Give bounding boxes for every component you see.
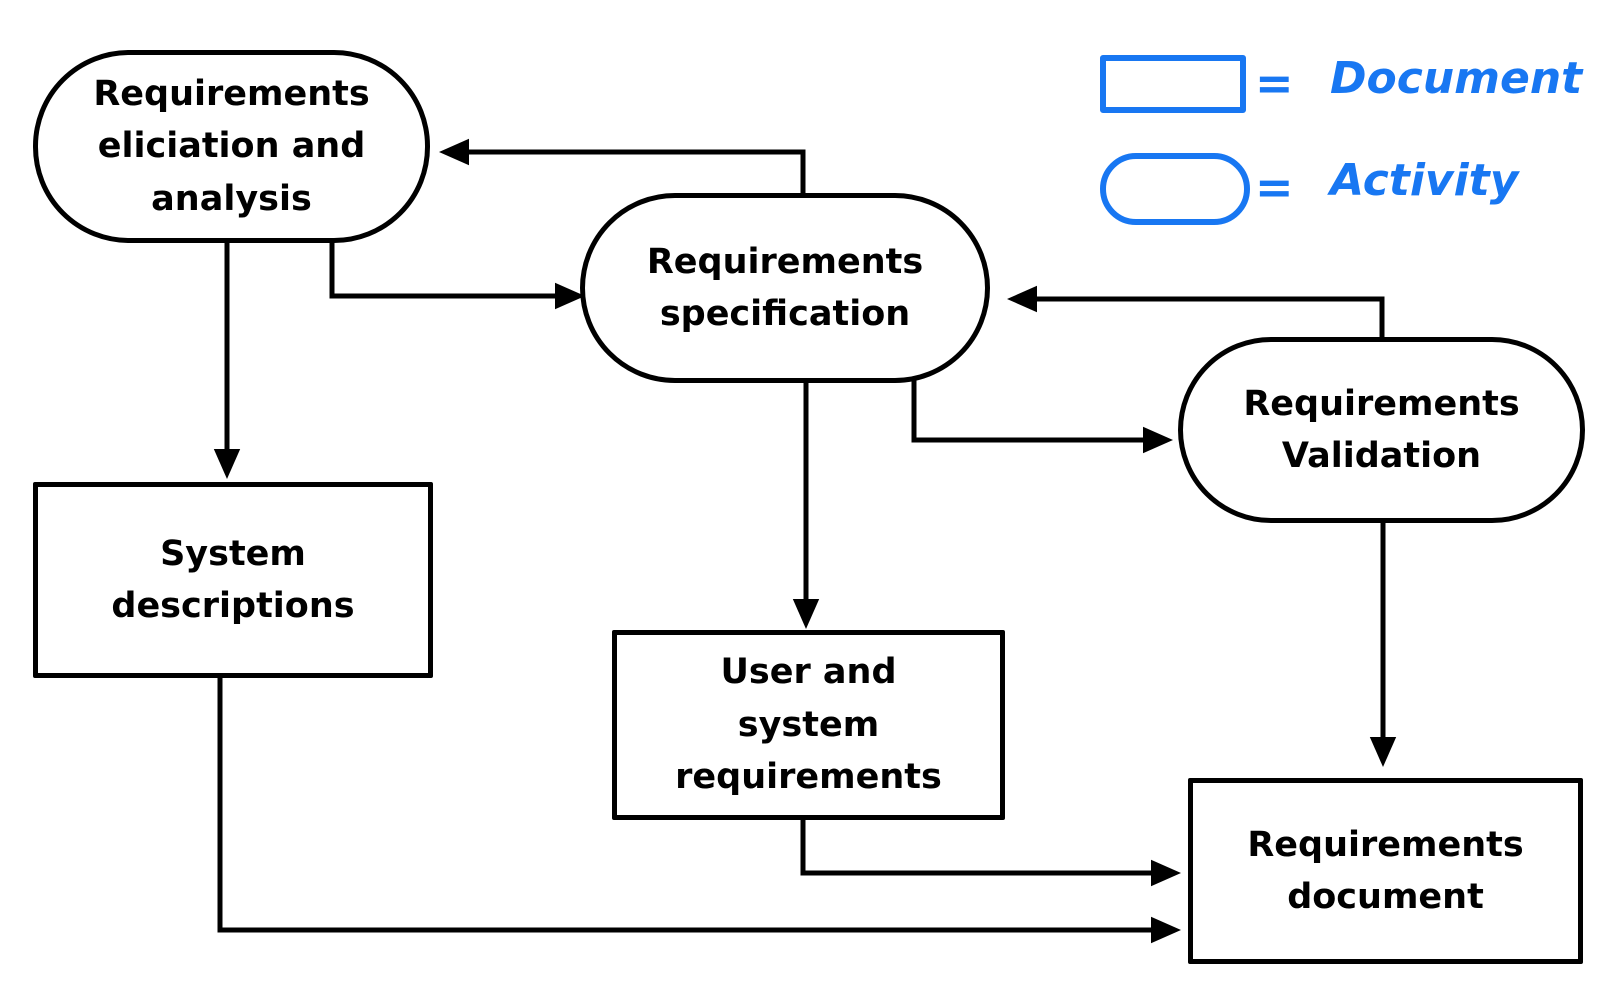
edge-specification-to-elicitation <box>439 138 806 200</box>
document-system-descriptions: System descriptions <box>33 482 433 678</box>
activity-requirements-specification: Requirements specification <box>580 193 990 383</box>
node-label: User and system requirements <box>675 652 942 798</box>
node-label: Requirements document <box>1247 824 1524 918</box>
activity-requirements-validation: Requirements Validation <box>1178 337 1585 523</box>
node-label: Requirements eliciation and analysis <box>93 73 370 219</box>
document-user-and-system-requirements: User and system requirements <box>612 630 1005 820</box>
node-label: Requirements specification <box>646 241 924 335</box>
edge-elicitation-to-specification <box>329 235 585 310</box>
document-requirements-document: Requirements document <box>1188 778 1583 964</box>
edge-validation-to-specification <box>1007 285 1385 345</box>
activity-requirements-eliciation-and-analysis: Requirements eliciation and analysis <box>33 50 430 243</box>
edge-user-system-requirements-to-requirements-document <box>800 817 1181 887</box>
node-label: System descriptions <box>111 533 355 627</box>
node-label: Requirements Validation <box>1243 383 1520 477</box>
edge-specification-to-validation <box>911 362 1173 454</box>
edge-system-descriptions-to-requirements-document <box>217 669 1181 944</box>
